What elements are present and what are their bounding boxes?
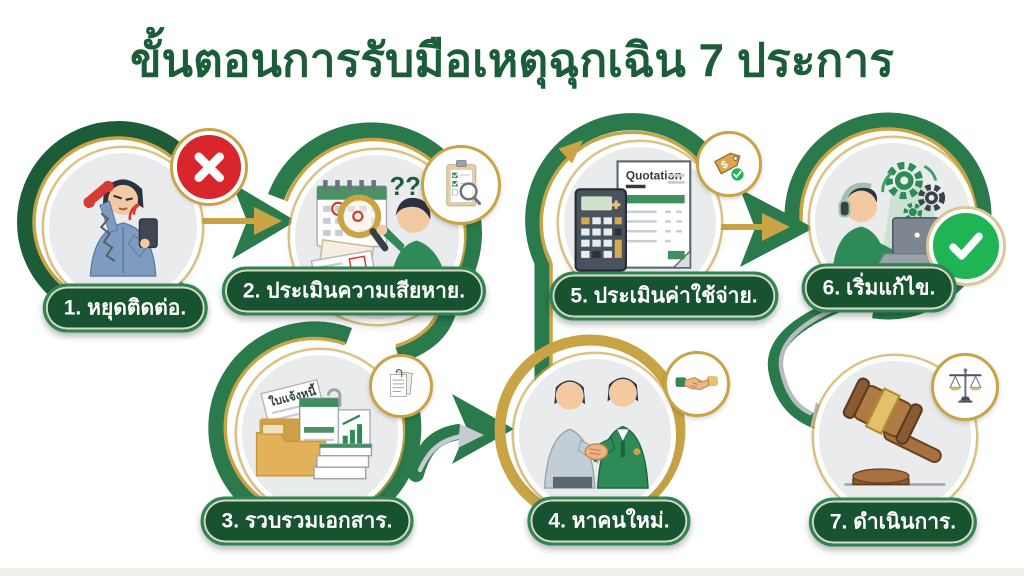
paper-stack bbox=[313, 443, 373, 480]
step-7-label: 7. ดำเนินการ. bbox=[808, 497, 978, 547]
step-6-label: 6. เริ่มแก้ไข. bbox=[801, 263, 957, 313]
step-2-label: 2. ประเมินความเสียหาย. bbox=[221, 266, 487, 316]
step-3-circle: ใบแจ้งหนี้ bbox=[237, 350, 403, 516]
step-4-label: 4. หาคนใหม่. bbox=[527, 496, 691, 546]
clipboard-checklist-icon bbox=[421, 145, 501, 225]
gavel-illustration bbox=[842, 377, 946, 486]
gavel-head bbox=[842, 377, 923, 445]
step-4-circle bbox=[514, 354, 676, 516]
step-1-label: 1. หยุดติดต่อ. bbox=[42, 283, 208, 333]
handshake-icon bbox=[664, 351, 730, 417]
red-x-icon bbox=[173, 131, 245, 203]
step-5-label: 5. ประเมินค่าใช้จ่าย. bbox=[549, 271, 779, 321]
step-3-label: 3. รวบรวมเอกสาร. bbox=[200, 496, 414, 546]
documents-icon bbox=[369, 354, 433, 418]
man-refusing-phone-call-illustration bbox=[83, 179, 158, 277]
bottom-strip bbox=[0, 568, 1024, 576]
gold-arrowhead-up bbox=[558, 139, 584, 164]
red-handset-icon bbox=[83, 180, 114, 208]
calculator-quotation-illustration: Quotation bbox=[574, 160, 692, 272]
price-tag-icon: $ bbox=[696, 131, 762, 197]
page-title: ขั้นตอนการรับมือเหตุฉุกเฉิน 7 ประการ bbox=[130, 34, 894, 86]
step4-step5-ribbon bbox=[525, 113, 729, 402]
folder-with-documents-illustration: ใบแจ้งหนี้ bbox=[256, 379, 373, 480]
quotation-title: Quotation bbox=[626, 169, 682, 183]
question-marks: ?? bbox=[389, 173, 420, 201]
gears-icon bbox=[881, 162, 946, 222]
handshake-illustration bbox=[543, 377, 649, 489]
dollar-sign: $ bbox=[720, 159, 731, 172]
magnifier-icon bbox=[337, 194, 381, 238]
arrow-step3-to-step4 bbox=[408, 394, 514, 482]
scales-of-justice-icon bbox=[931, 353, 999, 421]
